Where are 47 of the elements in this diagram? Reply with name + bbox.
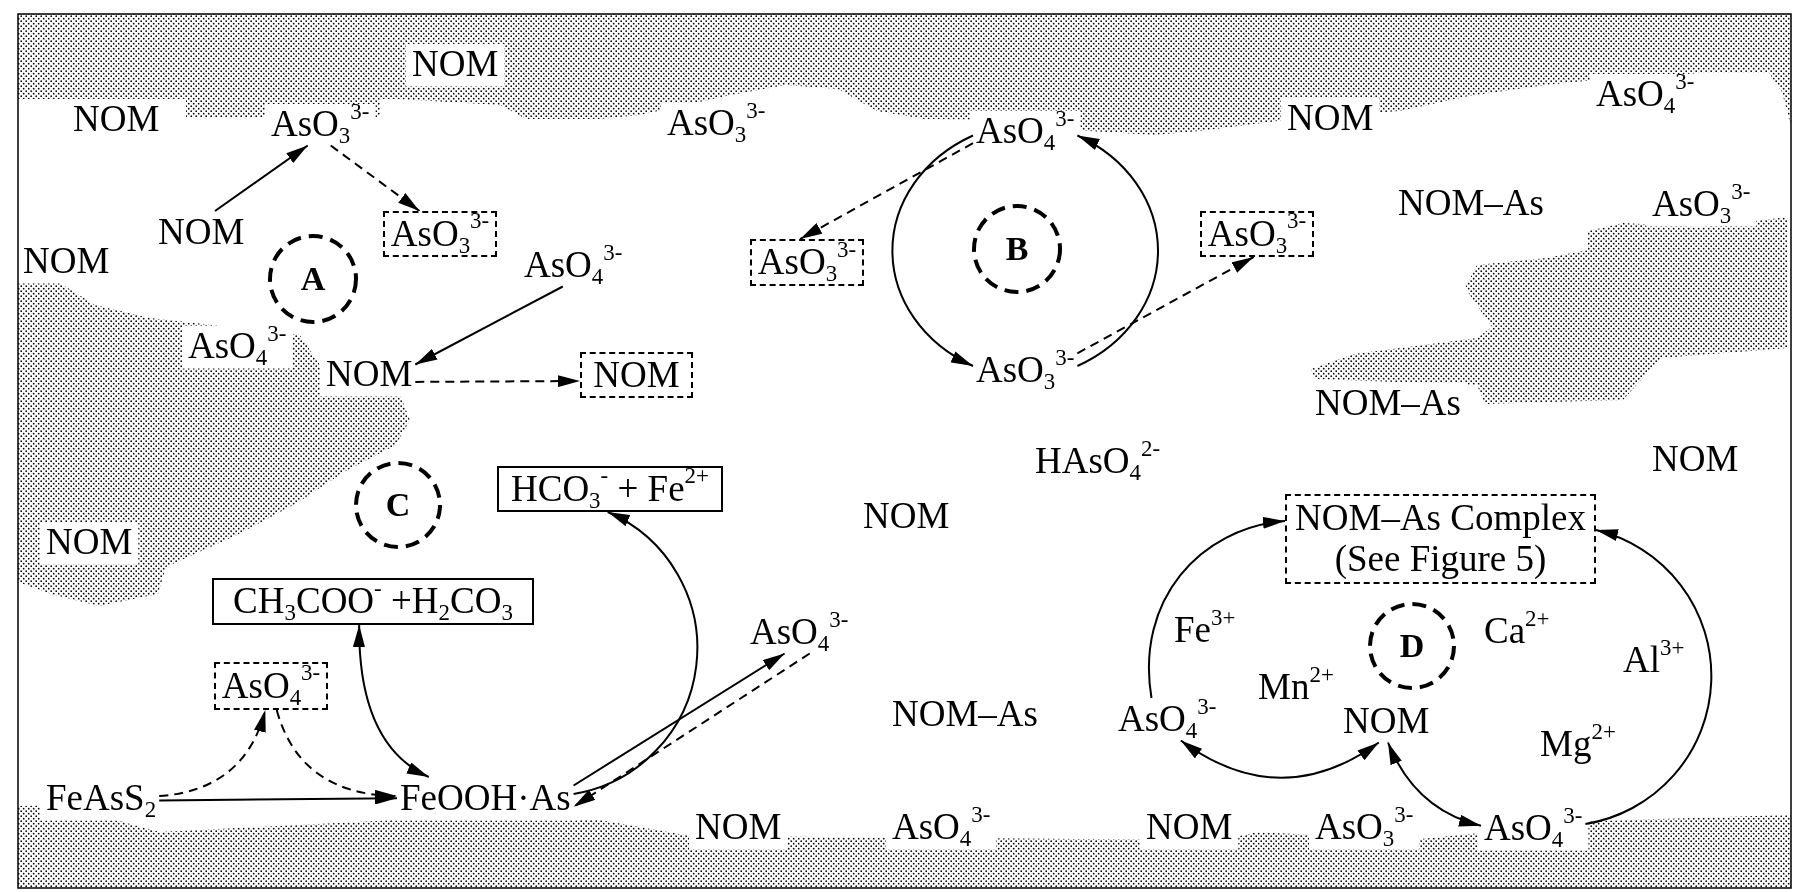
species-label: NOM <box>1286 97 1375 140</box>
species-label: NOM <box>45 521 134 564</box>
dashed-arrow <box>414 375 581 388</box>
product-box: HCO$_{3}$$^{-}$ + Fe$^{2+}$ <box>497 466 723 512</box>
section-marker-circle: B <box>972 204 1062 294</box>
dashed-arrow <box>329 144 421 212</box>
species-label: Mg$^{2+}$ <box>1539 723 1617 766</box>
species-label: FeOOH·As <box>397 777 574 820</box>
species-label: NOM–As <box>1314 382 1462 425</box>
species-label: NOM <box>155 211 248 254</box>
species-label: NOM <box>72 98 161 141</box>
species-label: NOM <box>1145 806 1234 849</box>
section-marker-circle: C <box>354 461 442 549</box>
dashed-arrow <box>572 652 811 808</box>
curved-double-headed-arrow <box>1179 739 1380 779</box>
curved-double-headed-arrow <box>1387 741 1482 827</box>
curved-arrow <box>572 511 699 795</box>
section-marker-circle: D <box>1368 602 1456 690</box>
dashed-species-box: NOM <box>580 352 693 398</box>
curved-double-headed-arrow <box>353 624 430 778</box>
product-box: CH$_{3}$COO$^{-}$ +H$_{2}$CO$_{3}$ <box>212 578 534 625</box>
curved-dashed-arrow <box>158 709 267 798</box>
curved-arrow <box>1076 134 1159 367</box>
species-label: Al$^{3+}$ <box>1622 639 1686 682</box>
species-label: NOM <box>1340 700 1433 743</box>
curved-arrow <box>1584 529 1713 825</box>
species-label: NOM–As <box>891 693 1039 736</box>
species-label: FeAsS$_{2}$ <box>43 777 160 820</box>
section-marker-circle: A <box>268 234 358 324</box>
dashed-arrow <box>799 142 974 240</box>
species-label: NOM <box>862 495 951 538</box>
species-label: NOM–As <box>1397 182 1545 225</box>
species-label: NOM <box>411 43 500 86</box>
arrow <box>414 285 564 366</box>
dashed-species-box: NOM–As Complex (See Figure 5) <box>1285 494 1596 584</box>
species-label: NOM <box>22 240 111 283</box>
species-label: Fe$^{3+}$ <box>1173 609 1237 652</box>
species-label: Mn$^{2+}$ <box>1257 666 1335 709</box>
arrow <box>572 652 786 787</box>
curved-arrow <box>891 134 974 367</box>
species-label: NOM <box>694 806 783 849</box>
arrow <box>214 144 309 212</box>
dashed-arrow <box>1076 256 1255 355</box>
species-label: Ca$^{2+}$ <box>1483 610 1551 653</box>
curved-arrow <box>1148 518 1286 699</box>
species-label: NOM <box>1651 438 1740 481</box>
species-label: NOM <box>323 353 416 396</box>
